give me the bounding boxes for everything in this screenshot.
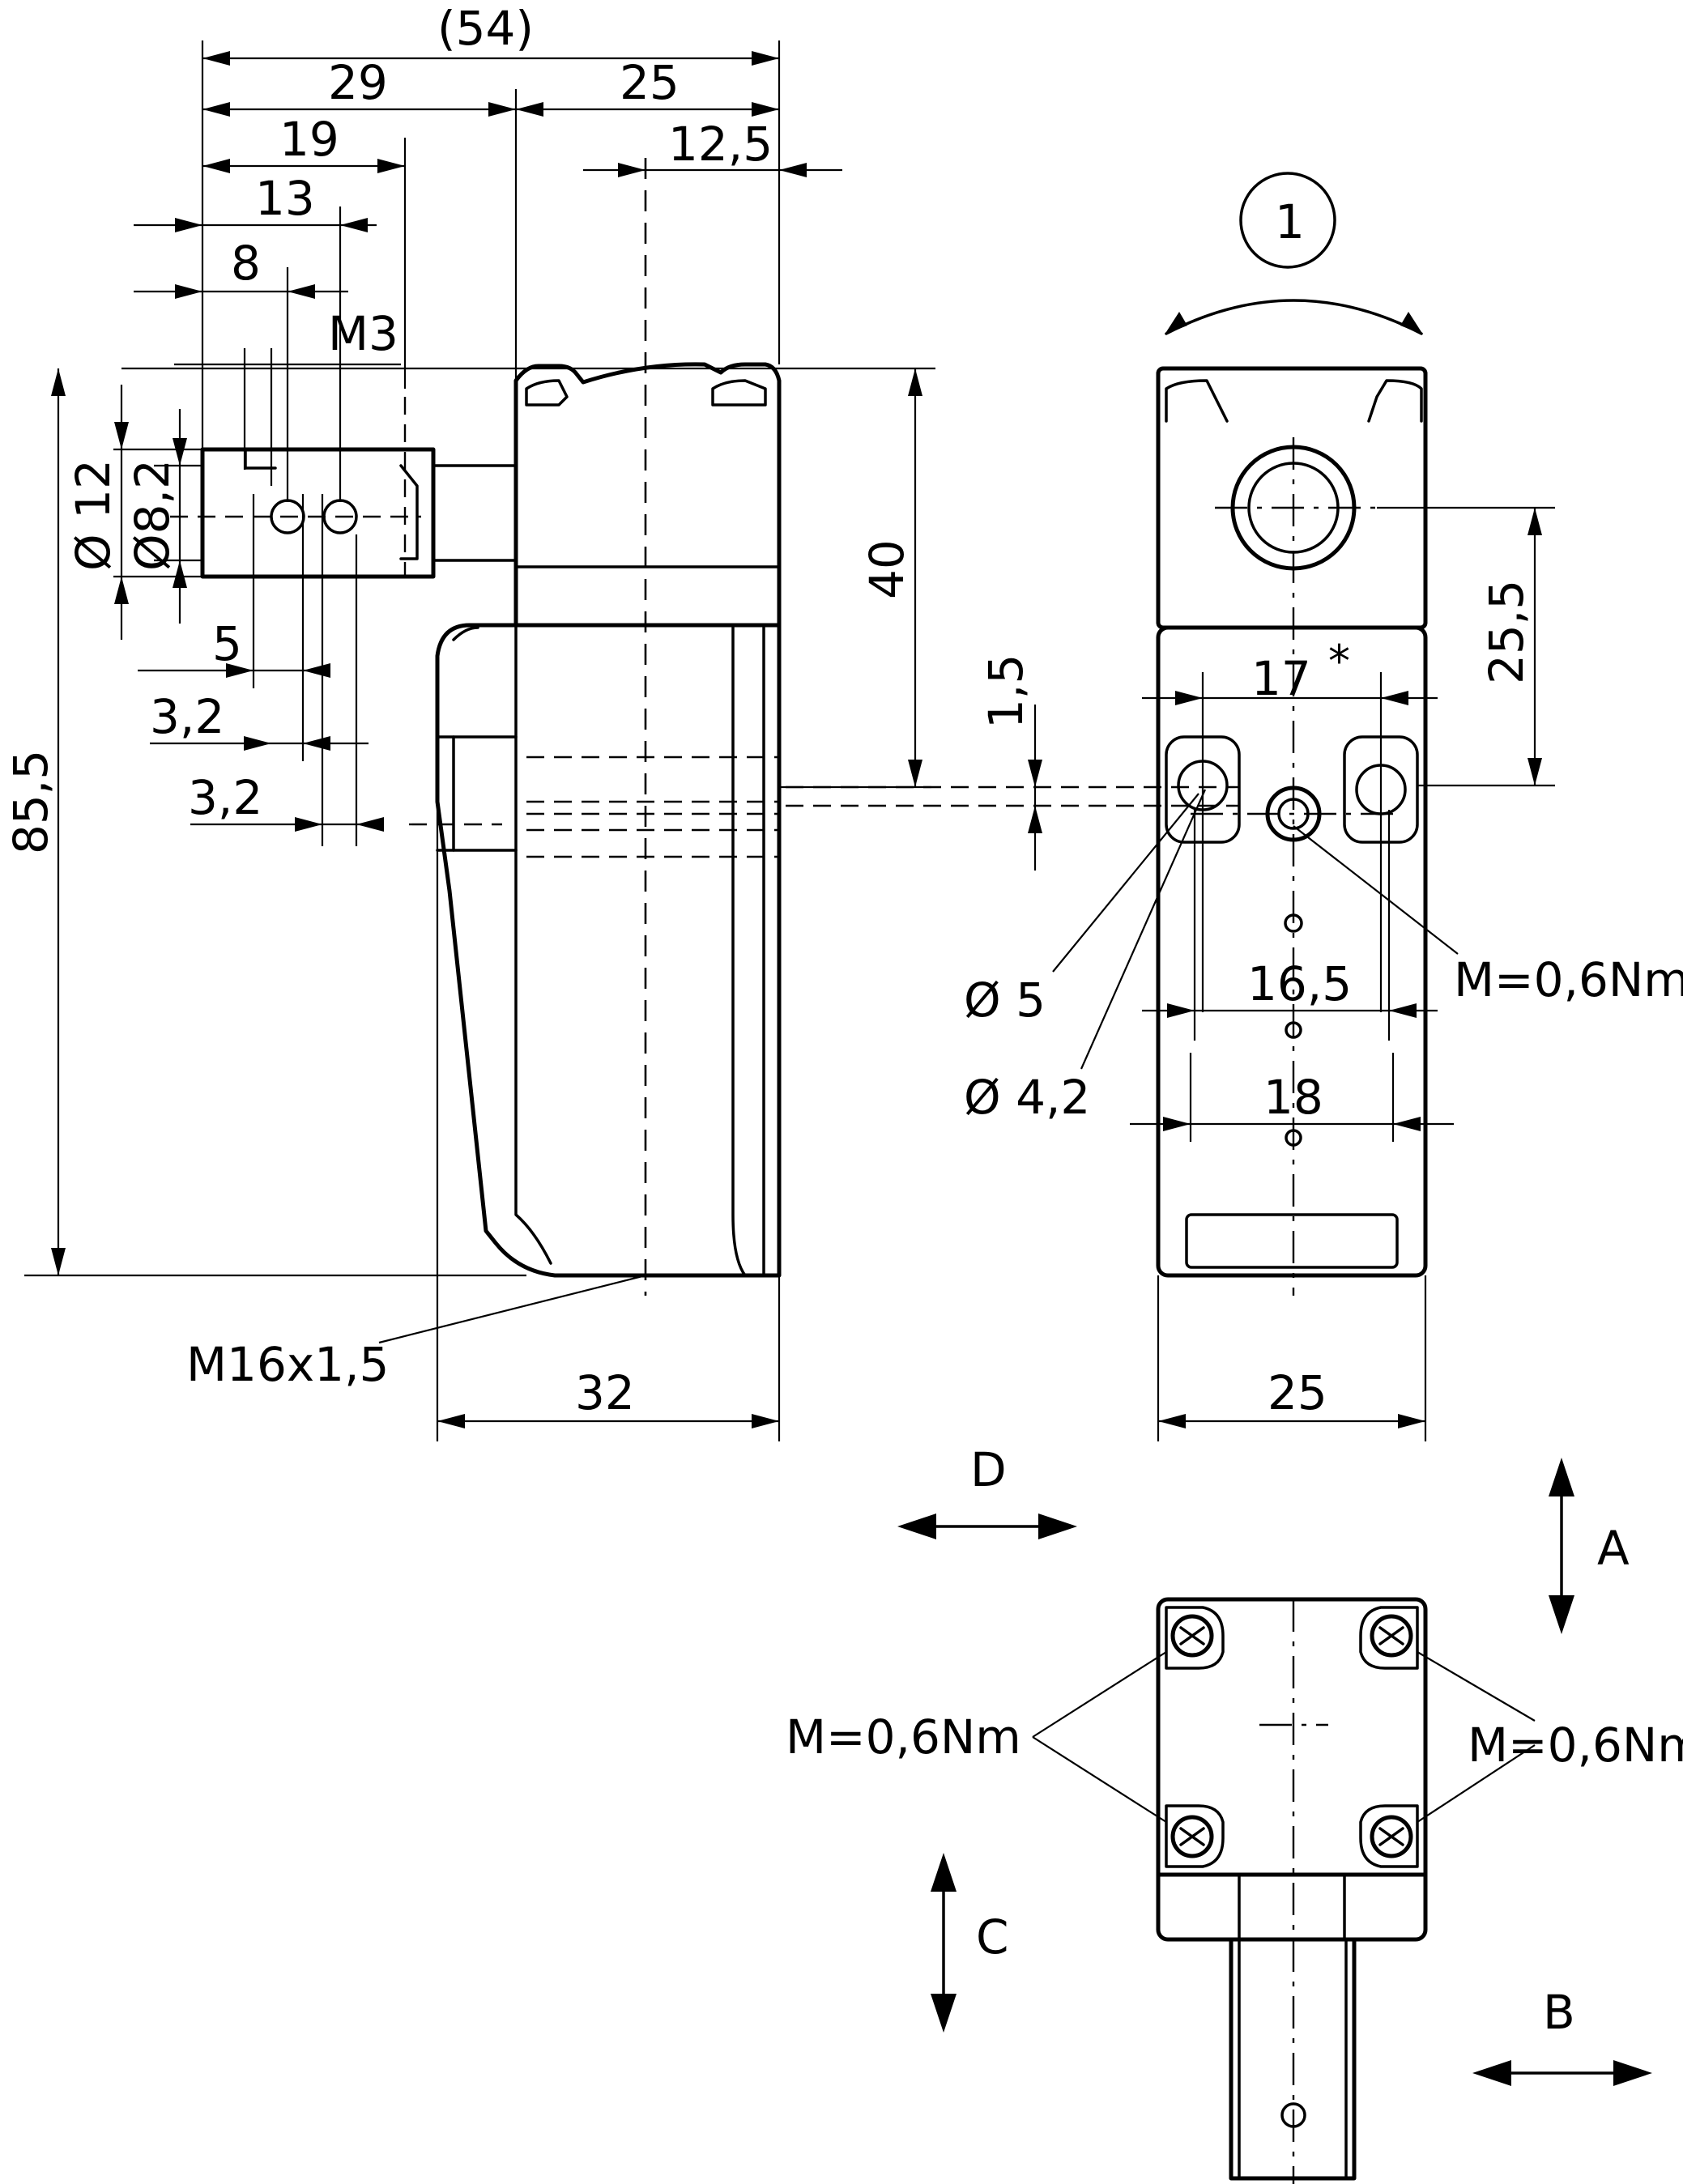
- torque-bottom-right: M=0,6Nm: [1468, 1718, 1683, 1773]
- dim-spacing-17: 17: [1251, 651, 1311, 706]
- dim-width-12-5: 12,5: [668, 117, 773, 172]
- dim-offset-1-5: 1,5: [978, 654, 1033, 729]
- torque-bottom-left: M=0,6Nm: [786, 1709, 1021, 1765]
- dim-width-25-top: 25: [620, 55, 680, 110]
- bottom-callouts: M=0,6Nm M=0,6Nm: [786, 1651, 1683, 1823]
- dim-height-25-5: 25,5: [1479, 580, 1534, 684]
- dim-width-29: 29: [328, 55, 388, 110]
- dim-spacing-18: 18: [1263, 1070, 1323, 1125]
- screw-icon: [1370, 1614, 1413, 1658]
- screw-icon: [1170, 1614, 1214, 1658]
- dim-width-19: 19: [279, 112, 339, 167]
- dim-height-85-5: 85,5: [3, 750, 58, 854]
- direction-a-label: A: [1597, 1521, 1630, 1576]
- screw-icon: [1370, 1815, 1413, 1858]
- dim-spacing-3-2-b: 3,2: [188, 770, 262, 825]
- dim-height-40: 40: [859, 539, 914, 599]
- dim-width-32: 32: [575, 1365, 635, 1420]
- dim-asterisk: *: [1328, 636, 1350, 687]
- side-dimensions: (54) 29 25 12,5 19 13 8 M3 Ø 12: [3, 1, 1239, 1441]
- front-head: [1156, 366, 1428, 630]
- bottom-view: [1156, 1597, 1428, 2184]
- dim-dia-8-2: Ø8,2: [125, 459, 180, 571]
- torque-front: M=0,6Nm: [1454, 952, 1683, 1007]
- callout-circle-1: [1239, 172, 1336, 269]
- side-housing: [435, 623, 782, 1278]
- dim-width-25-bottom: 25: [1268, 1365, 1327, 1420]
- front-body: [1156, 625, 1428, 1278]
- front-view: [1156, 366, 1428, 1296]
- dim-spacing-5: 5: [212, 616, 242, 671]
- direction-c-label: C: [976, 1909, 1009, 1965]
- front-dimensions: 1 25,5 17 * 16,5 18 Ø 5 Ø 4,2 M=0,6Nm: [964, 172, 1683, 1441]
- dim-thread-m16: M16x1,5: [186, 1337, 389, 1392]
- dim-dia-12: Ø 12: [66, 459, 121, 571]
- bottom-body: [1156, 1597, 1428, 1942]
- plunger: [200, 447, 436, 579]
- screw-icon: [1170, 1815, 1214, 1858]
- dim-spacing-3-2-a: 3,2: [150, 689, 224, 744]
- dim-width-13: 13: [255, 171, 315, 226]
- callout-circle-1-label: 1: [1275, 194, 1305, 249]
- direction-d-label: D: [970, 1442, 1007, 1497]
- dim-dia-5: Ø 5: [964, 973, 1046, 1028]
- direction-b-label: B: [1543, 1985, 1575, 2040]
- side-head: [513, 362, 782, 628]
- dim-overall-width: (54): [437, 1, 534, 56]
- side-view: [170, 158, 782, 1296]
- dim-dia-4-2: Ø 4,2: [964, 1070, 1090, 1125]
- dim-width-8: 8: [231, 236, 261, 291]
- dim-thread-m3: M3: [328, 306, 398, 361]
- dim-spacing-16-5: 16,5: [1247, 956, 1352, 1011]
- direction-arrows: D A C B: [897, 1442, 1652, 2086]
